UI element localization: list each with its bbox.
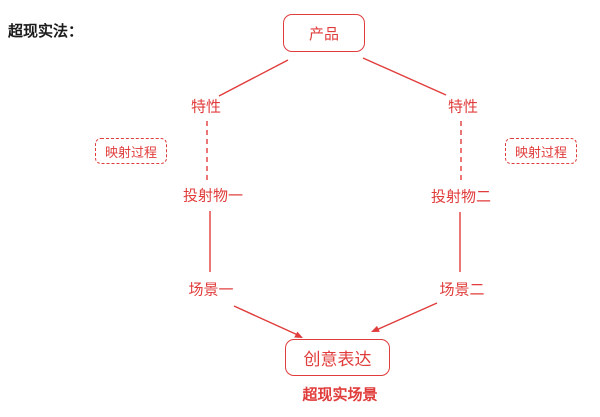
node-mapping-right-label: 映射过程 bbox=[514, 144, 567, 160]
connector-product-to-feature-right bbox=[362, 57, 447, 96]
label-feature-left: 特性 bbox=[190, 98, 222, 116]
node-mapping-left-label: 映射过程 bbox=[104, 144, 157, 160]
node-product: 产品 bbox=[283, 14, 365, 52]
label-scene-left: 场景一 bbox=[188, 281, 234, 299]
page-title: 超现实法： bbox=[8, 23, 84, 40]
arrowhead-right-icon bbox=[371, 325, 380, 332]
connector-product-to-feature-left bbox=[218, 59, 289, 97]
label-projection-left: 投射物一 bbox=[182, 187, 244, 205]
connector-scene-left-to-creative bbox=[233, 305, 301, 337]
caption-surreal-scene: 超现实场景 bbox=[302, 386, 378, 404]
label-projection-right: 投射物二 bbox=[430, 188, 492, 206]
node-product-label: 产品 bbox=[308, 25, 339, 43]
node-mapping-process-right: 映射过程 bbox=[505, 138, 577, 164]
label-scene-right: 场景二 bbox=[439, 281, 485, 299]
node-mapping-process-left: 映射过程 bbox=[95, 138, 167, 164]
arrowhead-left-icon bbox=[294, 331, 303, 338]
label-feature-right: 特性 bbox=[447, 98, 479, 116]
node-creative-expression: 创意表达 bbox=[285, 339, 390, 376]
connector-scene-right-to-creative bbox=[373, 302, 438, 332]
node-creative-label: 创意表达 bbox=[303, 350, 372, 369]
